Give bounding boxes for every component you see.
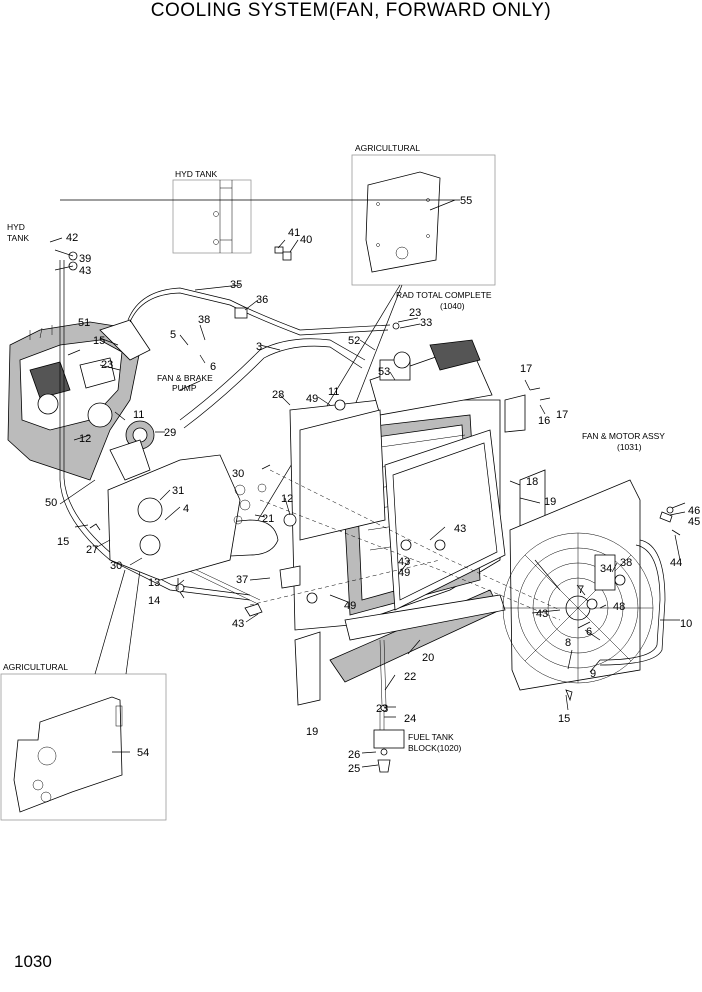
part-number-27: 27 [86,544,98,556]
fan-motor-ref-label: (1031) [617,442,642,452]
part-number-16: 16 [538,415,550,427]
part-number-54: 54 [137,747,149,759]
part-number-37: 37 [236,574,248,586]
part-number-46: 46 [688,505,700,517]
part-number-30: 30 [110,560,122,572]
fan-brake-pump-label: FAN & BRAKE [157,373,213,383]
page-number: 1030 [14,952,52,971]
part-number-43: 43 [536,608,548,620]
radiator-assembly [289,339,546,631]
hyd-tank-side-label: HYD [7,222,25,232]
part-number-45: 45 [688,516,700,528]
part-number-55: 55 [460,195,472,207]
part-number-23: 23 [409,307,421,319]
part-number-40: 40 [300,234,312,246]
fan-motor-assembly [502,479,666,691]
part-number-42: 42 [66,232,78,244]
part-number-20: 20 [422,652,434,664]
part-number-35: 35 [230,279,242,291]
part-number-3: 3 [256,341,262,353]
part-number-48: 48 [613,601,625,613]
part-number-23: 23 [376,703,388,715]
part-number-43: 43 [454,523,466,535]
part-number-labels: 3456678910111112121314151515161717181919… [45,195,700,775]
part-number-19: 19 [544,496,556,508]
part-number-23: 23 [101,359,113,371]
part-number-29: 29 [164,427,176,439]
part-number-25: 25 [348,763,360,775]
part-number-49: 49 [306,393,318,405]
part-number-12: 12 [79,433,91,445]
bracket-16 [504,394,526,433]
part-number-13: 13 [148,577,160,589]
agricultural-top-label: AGRICULTURAL [355,143,420,153]
part-number-49: 49 [344,600,356,612]
part-number-34: 34 [600,563,612,575]
part-number-33: 33 [420,317,432,329]
part-number-11: 11 [133,409,144,421]
hyd-tank-box-label: HYD TANK [175,169,218,179]
rad-total-complete-label: RAD TOTAL COMPLETE [396,290,492,300]
part-number-21: 21 [262,513,274,525]
agricultural-bottom-label: AGRICULTURAL [3,662,68,672]
part-number-39: 39 [79,253,91,265]
fan-motor-assy-label: FAN & MOTOR ASSY [582,431,665,441]
part-number-38: 38 [198,314,210,326]
part-number-31: 31 [172,485,184,497]
part-number-15: 15 [57,536,69,548]
part-number-51: 51 [78,317,90,329]
part-number-22: 22 [404,671,416,683]
agricultural-top-inset: AGRICULTURAL [351,143,496,286]
part-number-43: 43 [232,618,244,630]
part-number-9: 9 [590,668,596,680]
fuel-tank-block-label: FUEL TANK [408,732,454,742]
part-number-49: 49 [398,567,410,579]
part-number-41: 41 [288,227,300,239]
hyd-tank-inset: HYD TANK [172,169,252,254]
part-number-52: 52 [348,335,360,347]
part-number-53: 53 [378,366,390,378]
part-number-17: 17 [520,363,532,375]
part-number-18: 18 [526,476,538,488]
rad-ref-label: (1040) [440,301,465,311]
part-number-5: 5 [170,329,176,341]
part-number-30: 30 [232,468,244,480]
part-number-38: 38 [620,557,632,569]
part-number-11: 11 [328,386,339,398]
hyd-tank-side-label: TANK [7,233,29,243]
part-number-28: 28 [272,389,284,401]
part-number-43: 43 [79,265,91,277]
part-number-6: 6 [210,361,216,373]
part-number-4: 4 [183,503,189,515]
part-number-43: 43 [398,556,410,568]
hose-35 [127,287,391,331]
part-number-50: 50 [45,497,57,509]
part-number-17: 17 [556,409,568,421]
part-number-26: 26 [348,749,360,761]
agricultural-bottom-inset: AGRICULTURAL [0,662,167,821]
part-number-8: 8 [565,637,571,649]
part-number-6: 6 [586,626,592,638]
fuel-tank-block-label: BLOCK(1020) [408,743,462,753]
part-number-15: 15 [93,335,105,347]
part-number-10: 10 [680,618,692,630]
part-number-15: 15 [558,713,570,725]
part-number-19: 19 [306,726,318,738]
part-number-36: 36 [256,294,268,306]
post-19 [294,631,321,706]
part-number-12: 12 [281,493,293,505]
part-number-24: 24 [404,713,416,725]
part-number-44: 44 [670,557,682,569]
page-title: COOLING SYSTEM(FAN, FORWARD ONLY) [150,0,552,21]
part-number-14: 14 [148,595,160,607]
fan-brake-pump-label: PUMP [172,383,197,393]
part-number-7: 7 [578,584,584,596]
fuel-tank-block [373,729,405,749]
